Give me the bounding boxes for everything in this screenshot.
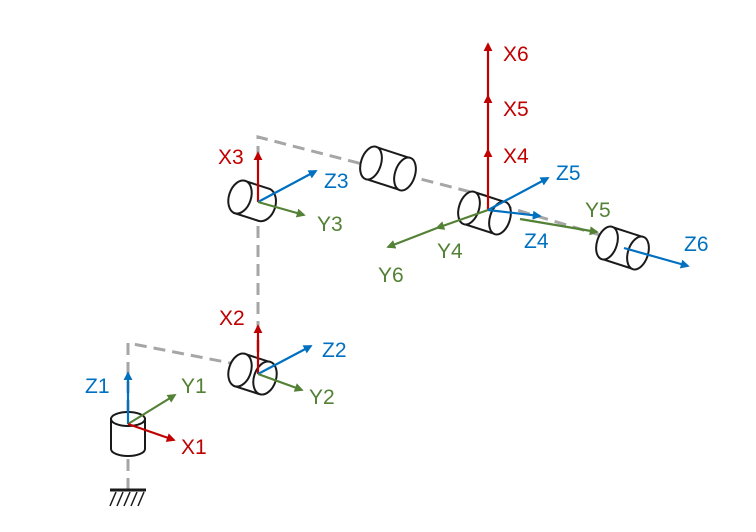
y5-arrow: [519, 217, 599, 236]
label-y1: Y1: [181, 375, 207, 398]
label-x5: X5: [503, 98, 529, 121]
label-z6: Z6: [684, 233, 709, 256]
joint-2-cylinder: [227, 352, 278, 396]
label-x3: X3: [218, 146, 244, 169]
joint-6-cylinder: [595, 225, 650, 271]
z5-arrow: [487, 177, 550, 211]
label-z2: Z2: [322, 339, 347, 362]
ground-symbol: [109, 488, 146, 507]
z4-arrow: [487, 208, 542, 220]
label-x2: X2: [219, 307, 245, 330]
axis-labels: Z1 Y1 X1 X2 Z2 Y2 X3 Z3 Y3 X6 X5 X4 Z5 Y…: [85, 43, 709, 459]
z3-arrow: [257, 170, 318, 203]
y4-arrow: [435, 208, 489, 230]
y6-arrow: [386, 226, 438, 249]
y2-arrow: [257, 372, 304, 392]
frame-1-axes: [123, 371, 177, 442]
label-z3: Z3: [324, 170, 349, 193]
label-y5: Y5: [585, 199, 611, 222]
frame-4-axes: [386, 42, 690, 269]
label-x4: X4: [503, 145, 529, 168]
frame-2-axes: [253, 324, 313, 392]
label-y3: Y3: [317, 213, 343, 236]
frame-3-axes: [253, 151, 318, 218]
label-y4: Y4: [437, 240, 463, 263]
label-x1: X1: [181, 436, 207, 459]
joint-4-cylinder: [457, 190, 512, 236]
z2-arrow: [257, 345, 313, 375]
label-z4: Z4: [524, 230, 549, 253]
z6-arrow: [623, 246, 690, 269]
label-x6: X6: [503, 43, 529, 66]
link-cylinder: [359, 145, 417, 192]
label-y6: Y6: [378, 264, 404, 287]
label-y2: Y2: [309, 386, 335, 409]
label-z1: Z1: [85, 375, 110, 398]
label-z5: Z5: [556, 162, 581, 185]
x1-arrow: [127, 422, 176, 442]
joint-3-cylinder: [227, 179, 277, 223]
y3-arrow: [257, 200, 306, 218]
y1-arrow: [127, 394, 177, 425]
